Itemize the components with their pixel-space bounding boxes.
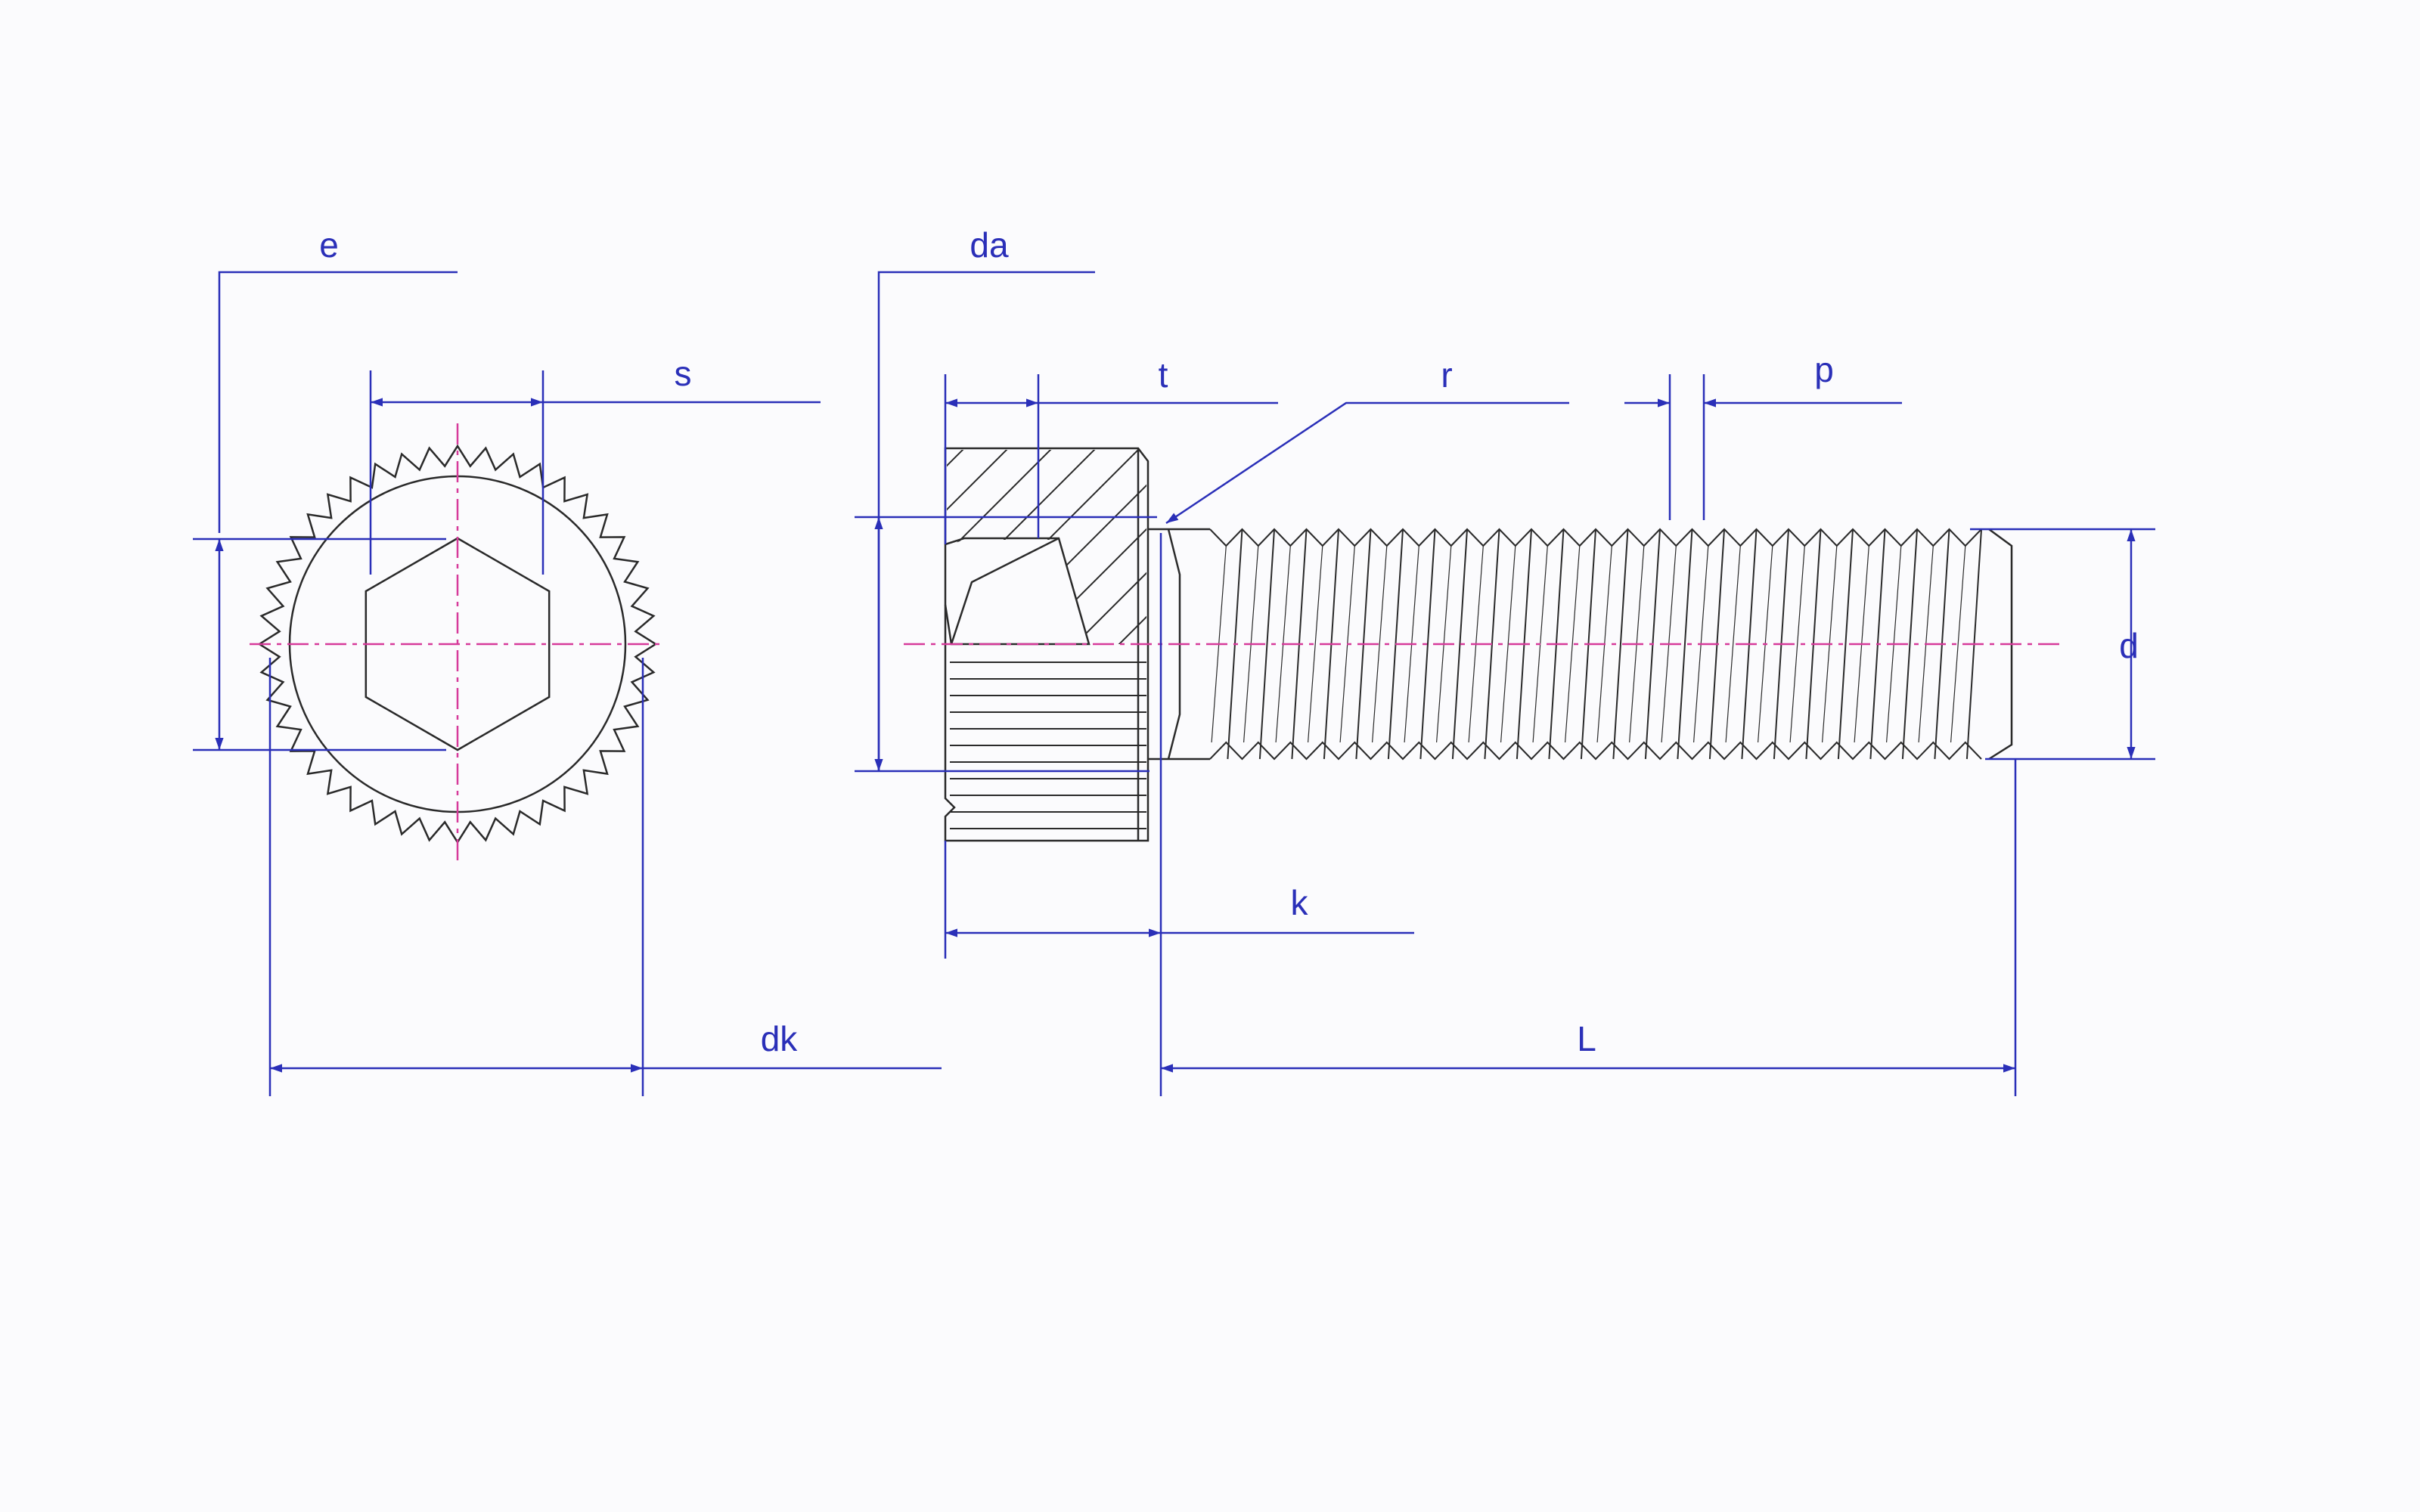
side-view-shank [904,528,2065,761]
socket-cavity-outline [944,537,1091,646]
socket-cone-line [950,537,1060,645]
dimension-k [944,533,1414,1096]
label-k: k [1291,883,1309,922]
end-view [250,423,666,862]
dimension-p [1624,374,1902,520]
dimension-s [369,370,821,575]
label-s: s [675,354,692,393]
label-L: L [1577,1019,1596,1058]
hex-socket-outline [365,537,551,751]
dimension-da [855,271,1157,773]
label-p: p [1814,350,1834,389]
label-d: d [2119,626,2139,665]
label-t: t [1159,355,1168,395]
shank-outline [1180,528,2013,761]
dimension-d [1970,528,2155,761]
label-e: e [319,225,339,265]
label-r: r [1441,355,1452,395]
dimension-r [1165,401,1569,525]
dimension-labels: e s dk da t r p d k L [319,225,2139,1058]
dimensions [193,271,2155,1096]
dimension-dk [268,658,942,1096]
dimension-L [1161,759,2017,1096]
label-dk: dk [761,1019,799,1058]
label-da: da [970,225,1009,265]
head-knurl-lines [950,662,1146,829]
head-profile [944,447,1150,842]
dimension-e [193,271,458,751]
dimension-t [944,374,1278,544]
